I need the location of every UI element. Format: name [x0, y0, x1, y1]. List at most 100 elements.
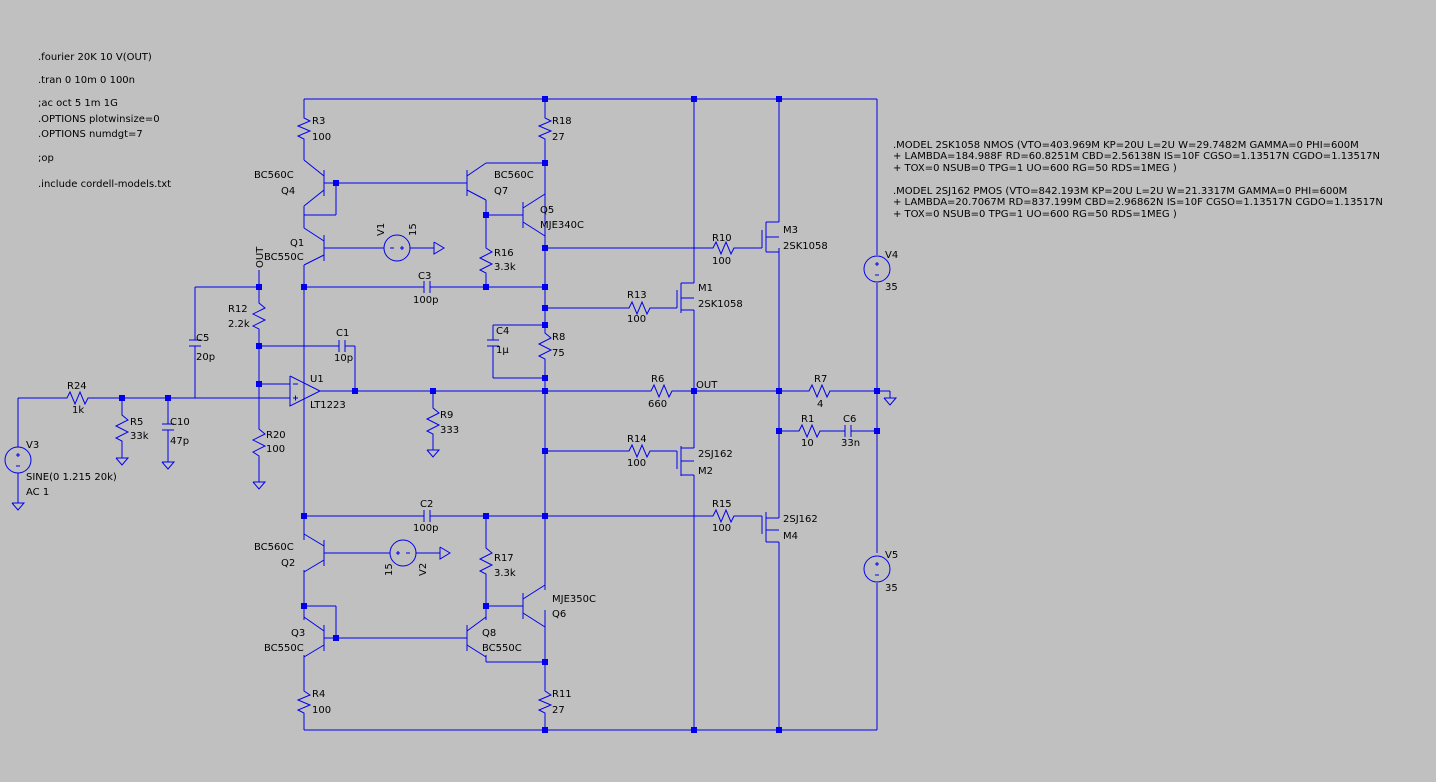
model-definitions: .MODEL 2SK1058 NMOS (VTO=403.969M KP=20U… [893, 140, 1383, 220]
value-R18: 27 [552, 132, 565, 143]
transistor-Q2[interactable] [303, 533, 325, 573]
value-V1: 15 [408, 223, 419, 236]
component-labels: R3 100 R18 27 BC560C Q4 BC560C Q7 Q5 MJE… [26, 116, 898, 716]
value-R6: 660 [648, 399, 667, 410]
directive-op[interactable]: ;op [38, 153, 54, 164]
model-line[interactable]: + LAMBDA=20.7067M RD=837.199M CBD=2.9686… [893, 197, 1383, 208]
resistor-R8[interactable] [537, 330, 553, 360]
voltage-source-V3[interactable] [4, 446, 32, 474]
value-V4: 35 [885, 282, 898, 293]
label-C4: C4 [496, 326, 509, 337]
label-R1: R1 [801, 414, 814, 425]
label-R8: R8 [552, 332, 565, 343]
resistor-R14[interactable] [626, 443, 652, 459]
label-Q1: Q1 [290, 238, 304, 249]
resistor-R16[interactable] [478, 245, 494, 275]
value-R9: 333 [440, 425, 459, 436]
directive-tran[interactable]: .tran 0 10m 0 100n [38, 75, 135, 86]
label-M4-model: 2SJ162 [783, 514, 818, 525]
label-R10: R10 [712, 233, 732, 244]
transistor-Q6[interactable] [522, 584, 546, 628]
label-M1: M1 [698, 283, 713, 294]
capacitor-C6[interactable] [844, 425, 852, 437]
mosfet-M1[interactable] [676, 282, 694, 313]
label-Q3-model: BC550C [264, 643, 304, 654]
value-C5: 20p [196, 352, 215, 363]
directive-include[interactable]: .include cordell-models.txt [38, 179, 171, 190]
directive-options-plotwinsize[interactable]: .OPTIONS plotwinsize=0 [38, 114, 160, 125]
mosfet-M2[interactable] [676, 446, 694, 476]
capacitor-C3[interactable] [423, 281, 431, 293]
label-R18: R18 [552, 116, 572, 127]
label-Q8-model: BC550C [482, 643, 522, 654]
label-Q6: Q6 [552, 609, 566, 620]
resistor-R13[interactable] [626, 300, 652, 316]
label-C3: C3 [418, 271, 431, 282]
resistor-R18[interactable] [537, 115, 553, 141]
value-R24: 1k [72, 405, 84, 416]
label-R14: R14 [627, 434, 647, 445]
label-M2: M2 [698, 466, 713, 477]
voltage-source-V4[interactable] [863, 255, 891, 283]
value-R14: 100 [627, 458, 646, 469]
resistor-R5[interactable] [114, 412, 130, 442]
label-Q1-model: BC550C [264, 252, 304, 263]
mosfet-M3[interactable] [761, 221, 779, 253]
resistor-R12[interactable] [251, 300, 267, 330]
voltage-source-V1[interactable] [383, 234, 411, 262]
resistor-R24[interactable] [64, 390, 90, 406]
voltage-source-V2[interactable] [389, 539, 417, 567]
value-R11: 27 [552, 705, 565, 716]
transistor-Q4[interactable] [303, 159, 336, 215]
model-line[interactable]: + LAMBDA=184.988F RD=60.8251M CBD=2.5613… [893, 151, 1380, 162]
transistor-Q5[interactable] [522, 193, 546, 237]
label-R7: R7 [814, 374, 827, 385]
resistor-R11[interactable] [537, 688, 553, 714]
label-C10: C10 [170, 417, 190, 428]
voltage-source-V5[interactable] [863, 555, 891, 583]
mosfet-M4[interactable] [761, 512, 779, 543]
value-R3: 100 [312, 132, 331, 143]
directive-ac[interactable]: ;ac oct 5 1m 1G [38, 98, 118, 109]
label-U1-model: LT1223 [310, 400, 346, 411]
label-M2-model: 2SJ162 [698, 449, 733, 460]
resistor-R3[interactable] [296, 115, 312, 141]
label-Q6-model: MJE350C [552, 594, 596, 605]
net-label-out-2: OUT [696, 380, 718, 391]
directive-fourier[interactable]: .fourier 20K 10 V(OUT) [38, 52, 152, 63]
resistor-R7[interactable] [806, 383, 832, 399]
label-Q4: Q4 [281, 186, 295, 197]
resistor-R1[interactable] [796, 423, 822, 439]
resistor-R20[interactable] [251, 425, 267, 458]
transistor-Q8[interactable] [466, 616, 487, 658]
model-line[interactable]: + TOX=0 NSUB=0 TPG=1 UO=600 RG=50 RDS=1M… [893, 209, 1177, 220]
value-R13: 100 [627, 314, 646, 325]
label-R16: R16 [494, 248, 514, 259]
resistor-R4[interactable] [296, 688, 312, 714]
resistor-R6[interactable] [648, 383, 674, 399]
capacitor-C2[interactable] [423, 510, 431, 522]
opamp-U1[interactable] [289, 375, 355, 407]
label-M3-model: 2SK1058 [783, 241, 828, 252]
label-R17: R17 [494, 553, 514, 564]
label-R11: R11 [552, 689, 572, 700]
transistor-Q1[interactable] [303, 215, 325, 266]
label-R24: R24 [67, 381, 87, 392]
model-line[interactable]: .MODEL 2SJ162 PMOS (VTO=842.193M KP=20U … [893, 186, 1347, 197]
label-Q3: Q3 [291, 628, 305, 639]
resistor-R15[interactable] [710, 508, 736, 524]
resistor-R10[interactable] [710, 240, 736, 256]
resistor-R9[interactable] [425, 405, 441, 435]
label-M4: M4 [783, 531, 798, 542]
capacitor-C1[interactable] [338, 340, 346, 352]
label-C2: C2 [420, 499, 433, 510]
directive-options-numdgt[interactable]: .OPTIONS numdgt=7 [38, 129, 143, 140]
model-line[interactable]: .MODEL 2SK1058 NMOS (VTO=403.969M KP=20U… [893, 140, 1359, 151]
resistor-R17[interactable] [478, 545, 494, 575]
value-R15: 100 [712, 523, 731, 534]
transistor-Q7[interactable] [466, 162, 487, 201]
model-line[interactable]: + TOX=0 NSUB=0 TPG=1 UO=600 RG=50 RDS=1M… [893, 163, 1177, 174]
value-R16: 3.3k [494, 262, 516, 273]
transistor-Q3[interactable] [303, 616, 336, 658]
value-R10: 100 [712, 256, 731, 267]
